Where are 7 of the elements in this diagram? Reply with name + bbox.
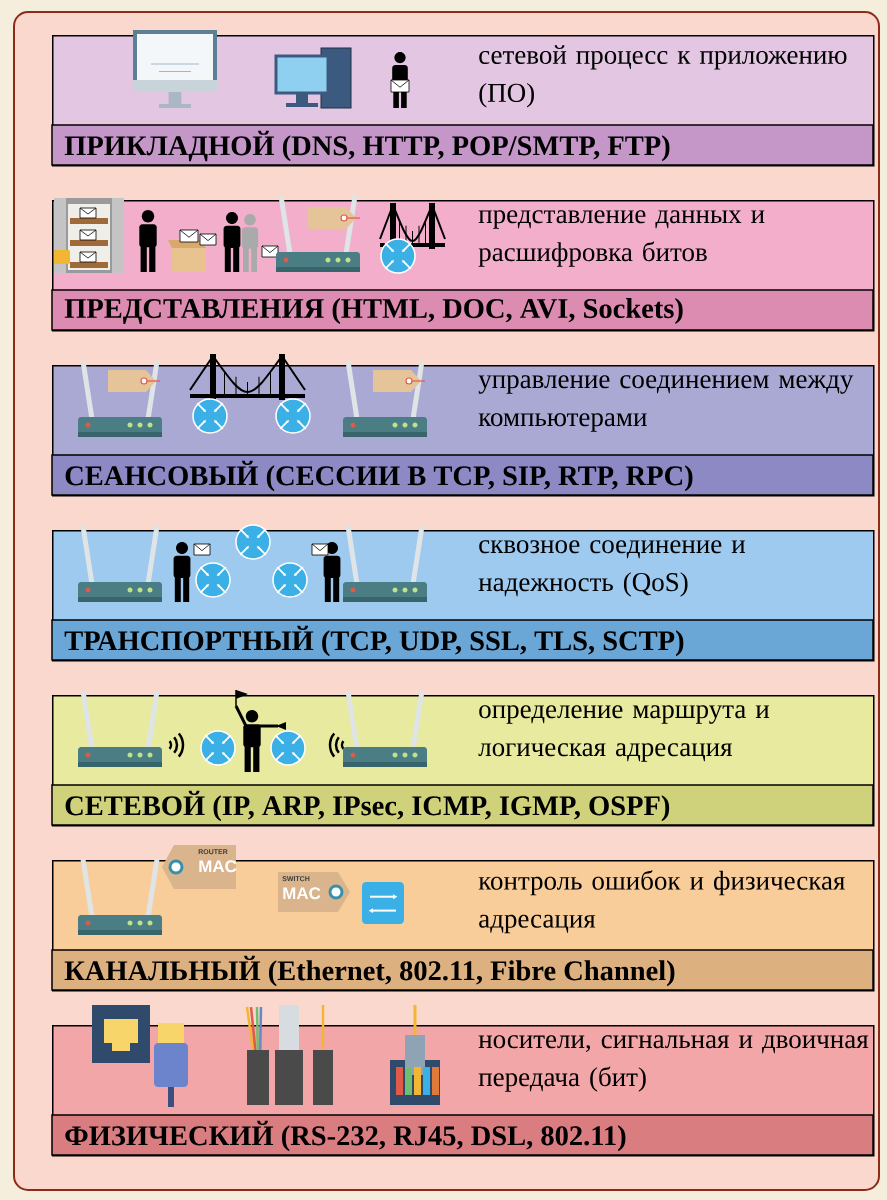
layer-heading-band: ФИЗИЧЕСКИЙ (RS-232, RJ45, DSL, 802.11) (51, 1114, 874, 1156)
layer-heading-band: ТРАНСПОРТНЫЙ (TCP, UDP, SSL, TLS, SCTP) (51, 619, 874, 661)
layer-heading-band: КАНАЛЬНЫЙ (Ethernet, 802.11, Fibre Channel) (51, 949, 874, 991)
layer-heading-band: СЕТЕВОЙ (IP, ARP, IPsec, ICMP, IGMP, OSPF) (51, 784, 874, 826)
layer-heading-band: ПРИКЛАДНОЙ (DNS, HTTP, POP/SMTP, FTP) (51, 124, 874, 166)
layer-heading-band: ПРЕДСТАВЛЕНИЯ (HTML, DOC, AVI, Sockets) (51, 289, 874, 331)
layer-heading-band: СЕАНСОВЫЙ (СЕССИИ В TCP, SIP, RTP, RPC) (51, 454, 874, 496)
